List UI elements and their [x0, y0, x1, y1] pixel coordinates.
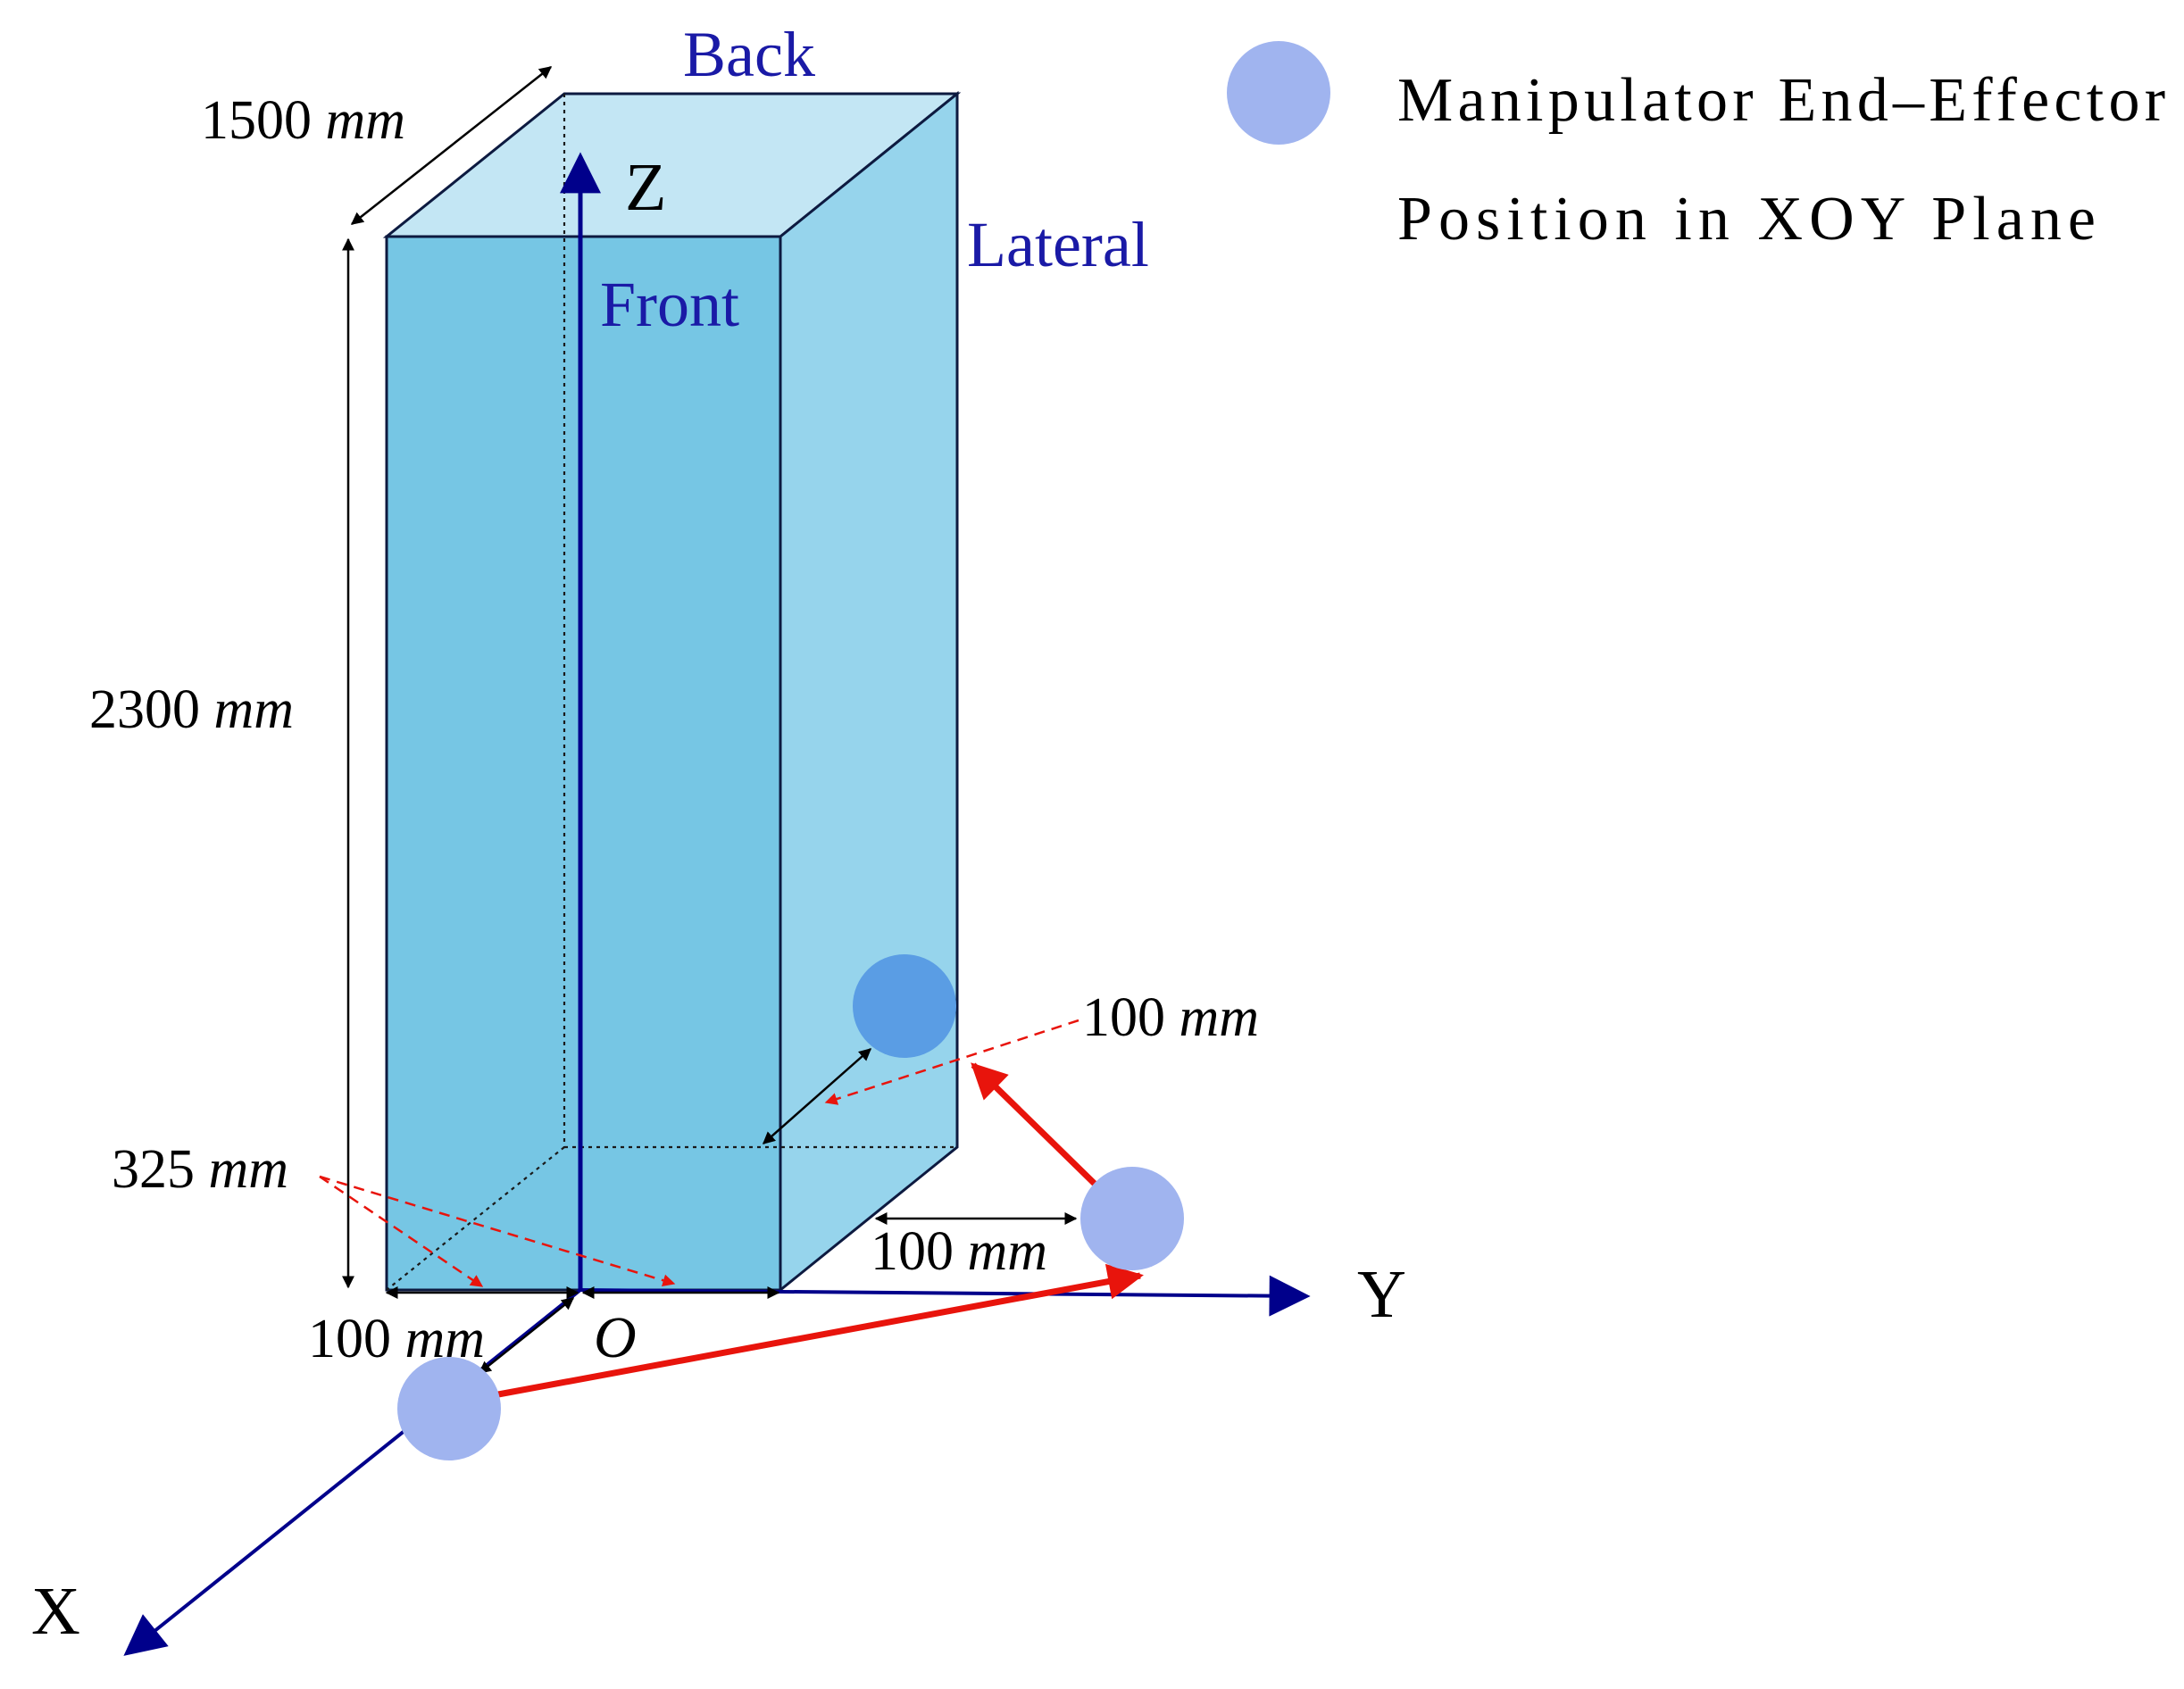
end-effector-side	[1080, 1167, 1184, 1270]
front-offset-dimension-label: 100 mm	[308, 1309, 485, 1369]
end-effector-front	[397, 1357, 501, 1460]
leader-325-right	[319, 1175, 676, 1287]
origin-label: O	[594, 1305, 637, 1370]
front-offset-arrow	[478, 1297, 575, 1374]
end-effector-back	[853, 954, 956, 1058]
legend-line-2: Position in XOY Plane	[1397, 185, 2096, 254]
side-offset-dimension-label: 100 mm	[871, 1221, 1047, 1282]
lateral-face-label: Lateral	[967, 209, 1149, 280]
end-effector-trajectory	[497, 1062, 1144, 1398]
leader-lines	[319, 1019, 1079, 1288]
box-hidden-edge-bottom-left	[386, 1146, 565, 1291]
box-front-face	[385, 235, 782, 1292]
trajectory-segment-front-to-side	[497, 1263, 1144, 1398]
box-lateral-face	[779, 90, 959, 1294]
end-effector-markers	[397, 954, 1184, 1460]
legend-marker	[1227, 41, 1330, 145]
legend-line-1: Manipulator End–Effector	[1397, 66, 2165, 135]
leader-325-left	[319, 1175, 484, 1288]
leader-100-back	[824, 1019, 1079, 1105]
back-face-label: Back	[683, 19, 815, 90]
back-offset-arrow	[762, 1048, 872, 1144]
x-axis-label: X	[31, 1574, 80, 1649]
dimension-lines	[342, 66, 1078, 1374]
half-width-dimension-label: 325 mm	[112, 1139, 288, 1200]
z-axis-label: Z	[625, 150, 666, 225]
depth-dimension-label: 1500 mm	[201, 90, 405, 151]
height-dimension-label: 2300 mm	[89, 679, 294, 740]
depth-dimension-arrow	[350, 66, 553, 225]
trajectory-segment-side-to-back	[971, 1062, 1099, 1188]
y-axis-label: Y	[1357, 1257, 1406, 1332]
front-face-label: Front	[600, 269, 739, 340]
back-offset-dimension-label: 100 mm	[1082, 987, 1259, 1048]
legend: Manipulator End–Effector Position in XOY…	[1227, 41, 2165, 254]
